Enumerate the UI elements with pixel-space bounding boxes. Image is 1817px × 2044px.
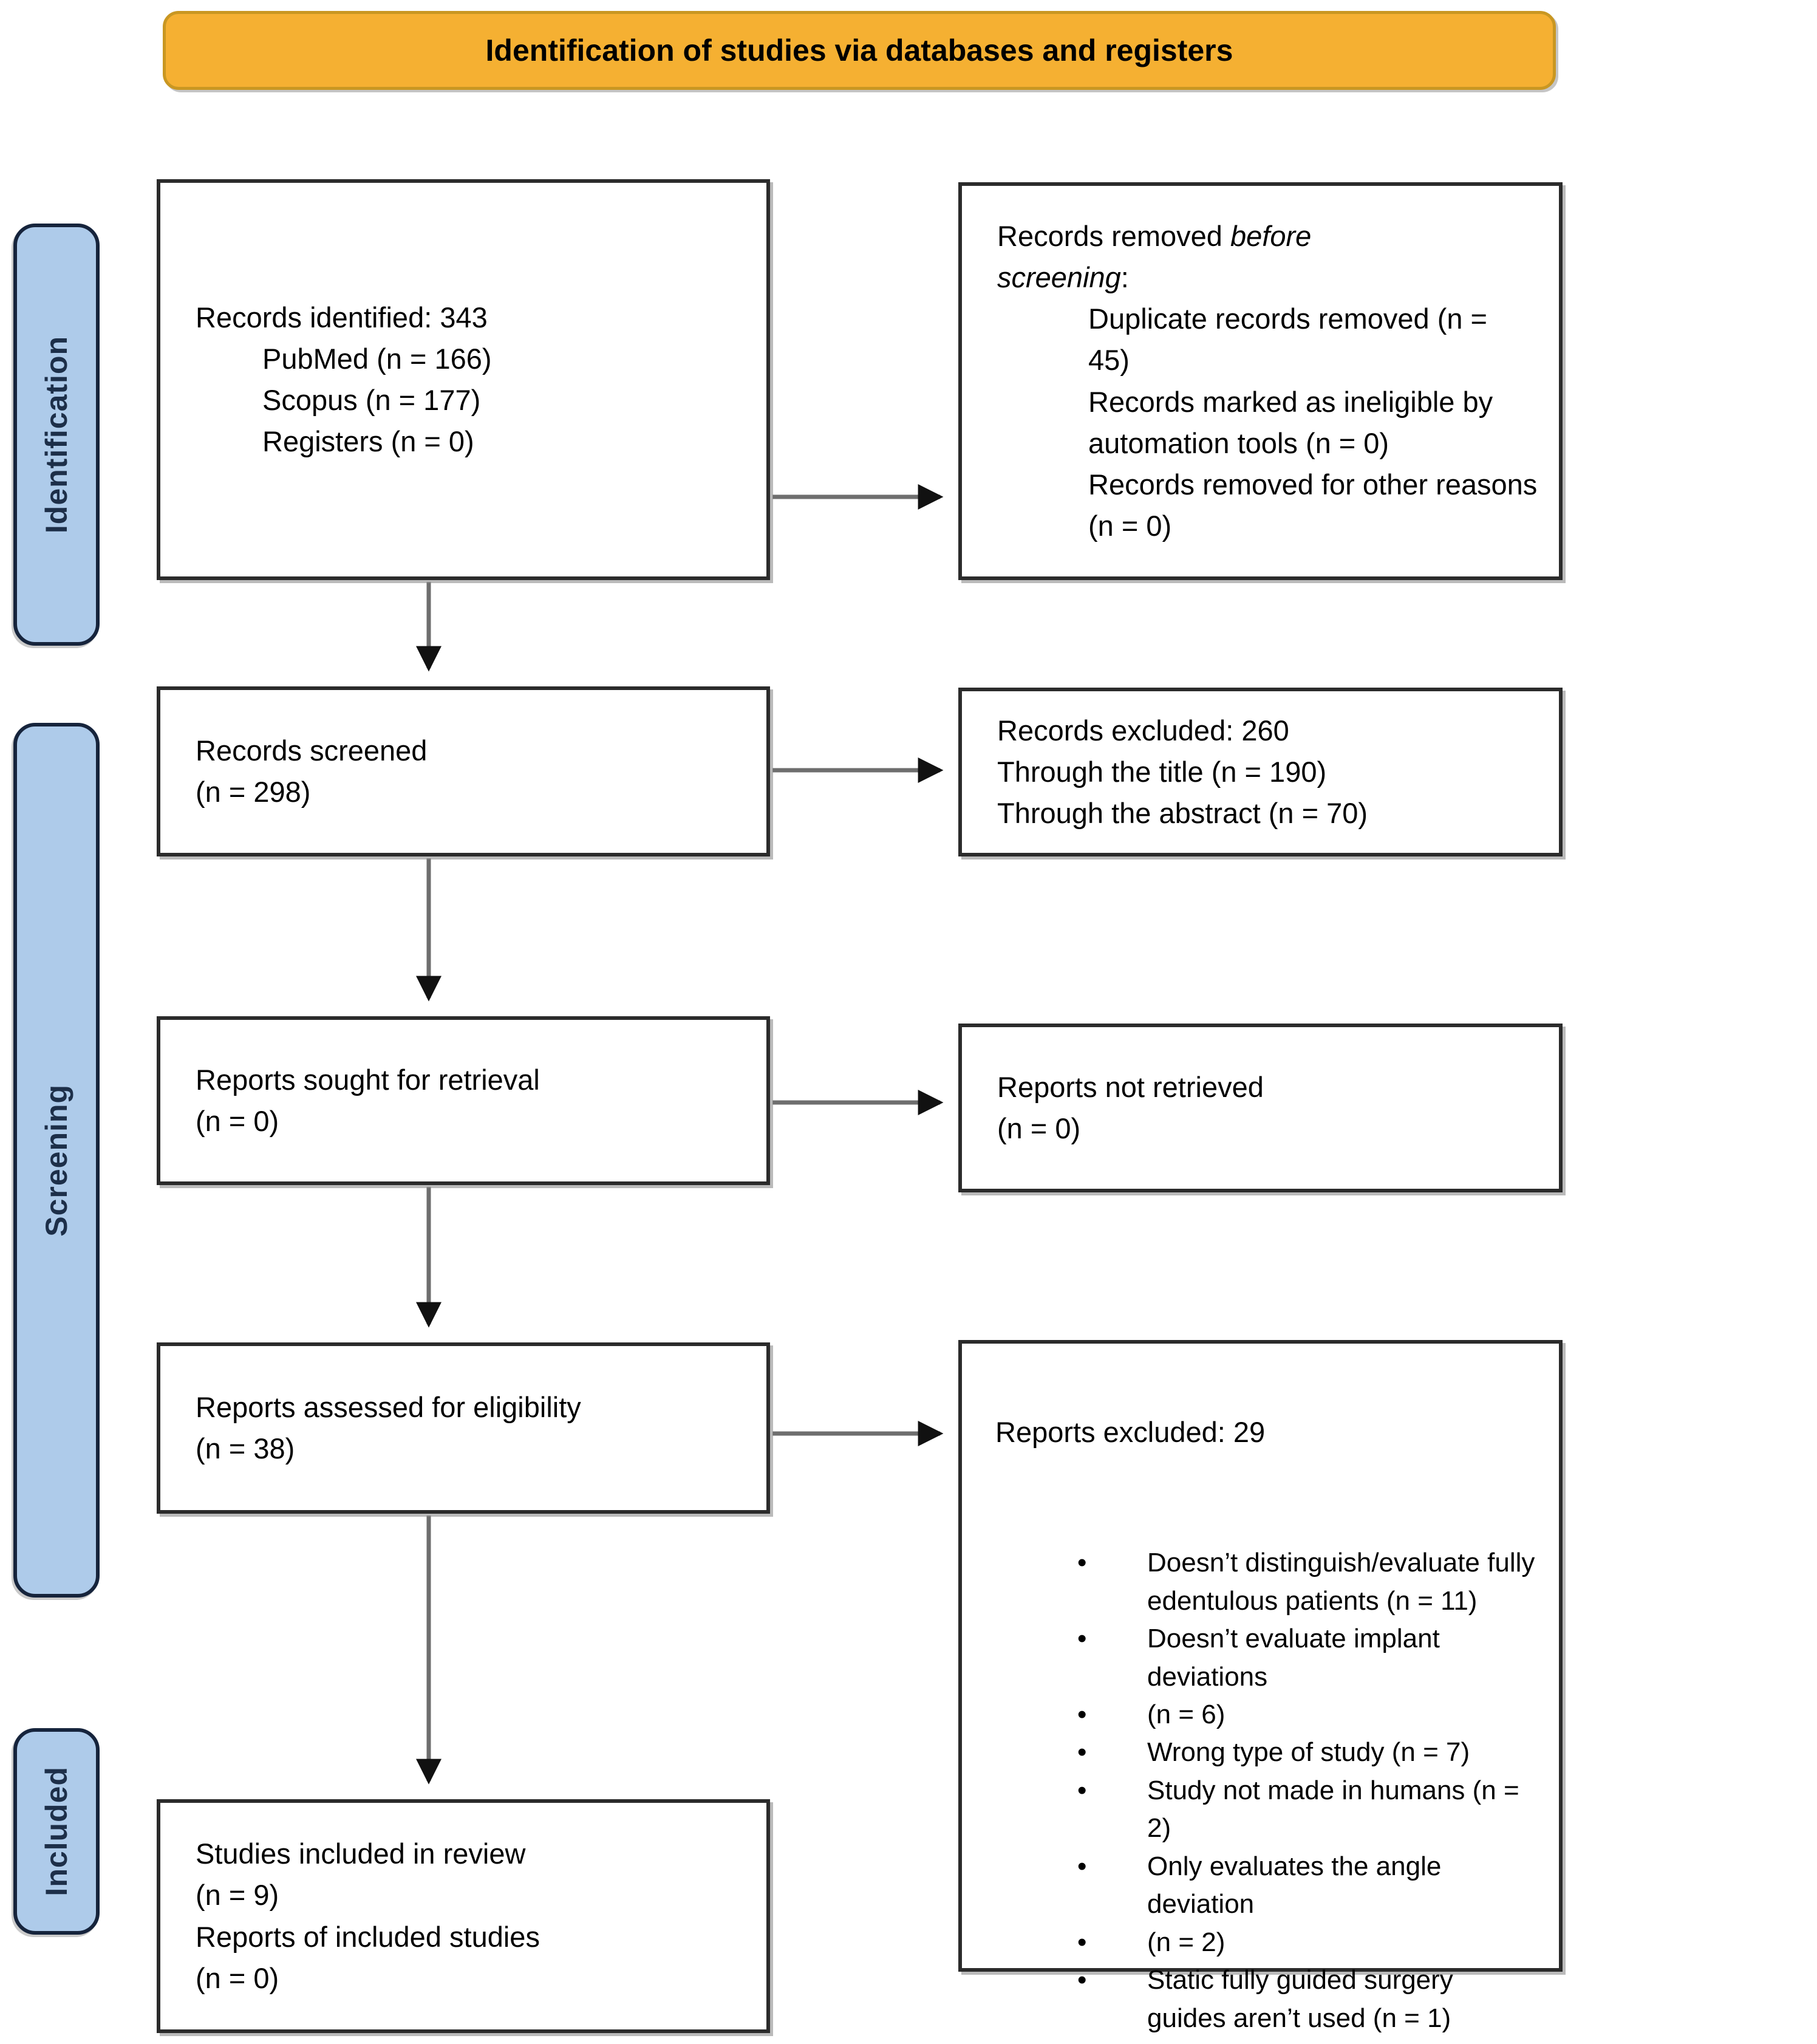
reports-assessed-count: (n = 38) xyxy=(196,1432,295,1465)
bullet-item: •(n = 6) xyxy=(986,1696,1542,1734)
bullet-icon: • xyxy=(1077,1737,1087,1768)
records-excluded-line: Through the abstract (n = 70) xyxy=(997,797,1368,830)
records-identified-title: Records identified: 343 xyxy=(196,301,488,333)
records-removed-item: Records removed for other reasons (n = 0… xyxy=(1088,468,1546,542)
banner-title: Identification of studies via databases … xyxy=(485,33,1233,67)
box-records-identified: Records identified: 343 PubMed (n = 166)… xyxy=(157,179,770,580)
records-removed-item: Records marked as ineligible by automati… xyxy=(1088,385,1501,459)
bullet-icon: • xyxy=(1077,1965,1087,1995)
studies-included-line: Reports of included studies xyxy=(196,1920,540,1953)
reports-not-retrieved-line: Reports not retrieved xyxy=(997,1070,1264,1103)
stage-label-included: Included xyxy=(13,1728,100,1935)
stage-label-identification: Identification xyxy=(13,224,100,646)
box-reports-assessed: Reports assessed for eligibility (n = 38… xyxy=(157,1342,770,1514)
box-reports-excluded: Reports excluded: 29 •Doesn’t distinguis… xyxy=(958,1340,1563,2033)
box-records-screened: Records screened (n = 298) xyxy=(157,686,770,856)
stage-identification-text: Identification xyxy=(39,335,73,534)
records-screened-count: (n = 298) xyxy=(196,776,311,808)
records-identified-item: Scopus (n = 177) xyxy=(262,384,481,416)
bullet-icon: • xyxy=(1077,1851,1087,1881)
reports-sought-count: (n = 0) xyxy=(196,1105,279,1137)
studies-included-line: Studies included in review xyxy=(196,1837,526,1870)
records-removed-item: Duplicate records removed (n = 45) xyxy=(1088,302,1504,377)
reports-not-retrieved-count: (n = 0) xyxy=(997,1112,1081,1144)
stage-label-screening: Screening xyxy=(13,723,100,1598)
bullet-icon: • xyxy=(1077,1775,1087,1805)
reports-sought-line: Reports sought for retrieval xyxy=(196,1063,540,1096)
box-reports-sought: Reports sought for retrieval (n = 0) xyxy=(157,1016,770,1185)
bullet-item: •Doesn’t evaluate implant deviations xyxy=(986,1620,1542,1696)
bullet-icon: • xyxy=(1077,1927,1087,1957)
records-identified-item: PubMed (n = 166) xyxy=(262,342,492,375)
box-records-removed: Records removed before screening: Duplic… xyxy=(958,182,1563,580)
studies-included-count: (n = 9) xyxy=(196,1879,279,1912)
box-records-excluded: Records excluded: 260 Through the title … xyxy=(958,688,1563,856)
bullet-item: •Doesn’t distinguish/evaluate fully eden… xyxy=(986,1544,1542,1620)
studies-included-count: (n = 0) xyxy=(196,1961,279,1994)
bullet-icon: • xyxy=(1077,1624,1087,1654)
reports-excluded-bullet-list: •Doesn’t distinguish/evaluate fully eden… xyxy=(986,1544,1542,2037)
box-studies-included: Studies included in review (n = 9) Repor… xyxy=(157,1799,770,2033)
bullet-icon: • xyxy=(1077,1548,1087,1578)
bullet-item: •Static fully guided surgery guides aren… xyxy=(986,1961,1542,2037)
bullet-item: •Wrong type of study (n = 7) xyxy=(986,1734,1542,1771)
records-excluded-line: Through the title (n = 190) xyxy=(997,755,1327,788)
stage-screening-text: Screening xyxy=(39,1084,73,1237)
stage-included-text: Included xyxy=(39,1766,73,1896)
bullet-item: •Only evaluates the angle deviation xyxy=(986,1848,1542,1924)
box-reports-not-retrieved: Reports not retrieved (n = 0) xyxy=(958,1024,1563,1192)
records-removed-heading: Records removed before xyxy=(997,219,1312,252)
reports-assessed-line: Reports assessed for eligibility xyxy=(196,1390,581,1423)
bullet-item: •Study not made in humans (n = 2) xyxy=(986,1772,1542,1848)
records-removed-heading: screening: xyxy=(997,261,1129,294)
banner: Identification of studies via databases … xyxy=(163,11,1556,90)
bullet-icon: • xyxy=(1077,1700,1087,1730)
records-screened-line: Records screened xyxy=(196,734,428,767)
reports-excluded-title: Reports excluded: 29 xyxy=(995,1416,1266,1448)
bullet-item: •(n = 2) xyxy=(986,1924,1542,1961)
records-identified-item: Registers (n = 0) xyxy=(262,425,474,458)
records-excluded-title: Records excluded: 260 xyxy=(997,714,1289,747)
